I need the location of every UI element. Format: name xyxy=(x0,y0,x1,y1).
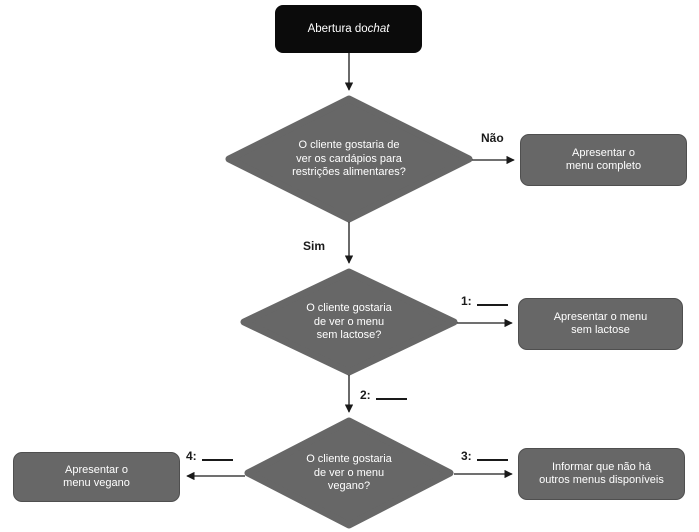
blank-line-2 xyxy=(375,398,407,400)
action-label-menu-vegano: Apresentar o menu vegano xyxy=(63,463,130,490)
start-label-prefix: Abertura do xyxy=(307,23,368,35)
edge-label-3: 3: xyxy=(461,449,508,463)
edge-label-nao-text: Não xyxy=(481,131,504,145)
edge-label-sim-text: Sim xyxy=(303,239,326,253)
edge-label-2: 2: xyxy=(360,388,407,402)
edge-label-4-text: 4: xyxy=(186,449,197,463)
action-label-menu-sem-lactose: Apresentar o menu sem lactose xyxy=(553,310,648,337)
blank-line-3 xyxy=(476,459,508,461)
blank-line-4 xyxy=(201,459,233,461)
edge-label-1-text: 1: xyxy=(461,294,472,308)
action-box-menu-completo: Apresentar o menu completo xyxy=(520,134,687,186)
edge-label-2-text: 2: xyxy=(360,388,371,402)
edge-label-sim: Sim xyxy=(303,239,325,253)
action-box-menu-sem-lactose: Apresentar o menu sem lactose xyxy=(518,298,683,350)
action-box-menu-vegano: Apresentar o menu vegano xyxy=(13,452,180,502)
action-label-menu-completo: Apresentar o menu completo xyxy=(565,146,642,173)
decision-diamond-restricoes xyxy=(225,95,473,223)
start-label-italic: chat xyxy=(367,23,390,35)
start-node-abertura-chat: Abertura do chat xyxy=(275,5,422,53)
action-label-outros-menus: Informar que não há outros menus disponí… xyxy=(539,460,664,487)
edge-label-nao: Não xyxy=(481,131,504,145)
edge-label-3-text: 3: xyxy=(461,449,472,463)
decision-diamond-vegano xyxy=(244,417,454,529)
blank-line-1 xyxy=(476,304,508,306)
decision-diamond-sem-lactose xyxy=(240,268,458,376)
edge-label-4: 4: xyxy=(186,449,233,463)
action-box-outros-menus: Informar que não há outros menus disponí… xyxy=(518,448,685,500)
edge-label-1: 1: xyxy=(461,294,508,308)
